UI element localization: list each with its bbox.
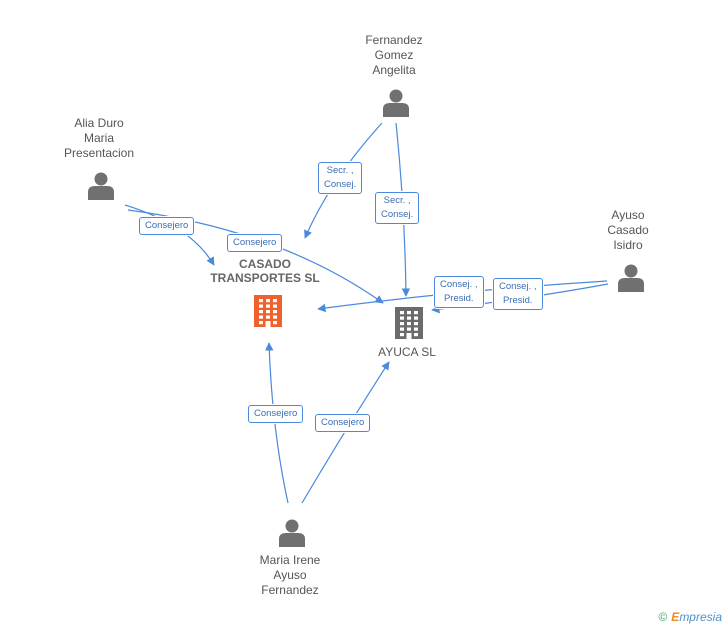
person-icon-maria_irene[interactable] <box>279 519 305 548</box>
relation-label-fernandez-ayuca[interactable]: Secr. , Consej. <box>375 192 420 224</box>
relation-edge-maria_irene-ayuca <box>301 361 390 504</box>
relation-label-alia-ayuca[interactable]: Consejero <box>227 234 283 252</box>
brand-logo-initial: E <box>671 610 680 624</box>
relation-label-maria_irene-casado[interactable]: Consejero <box>248 405 304 423</box>
person-name-ayuso_isidro[interactable]: Ayuso Casado Isidro <box>607 208 649 252</box>
person-name-fernandez[interactable]: Fernandez Gomez Angelita <box>365 33 423 77</box>
copyright-symbol: © <box>658 610 668 624</box>
relation-edge-alia-casado <box>124 204 215 266</box>
person-name-maria_irene[interactable]: Maria Irene Ayuso Fernandez <box>259 553 321 597</box>
relation-label-ayuso_isidro-ayuca[interactable]: Consej. , Presid. <box>493 278 543 310</box>
person-icon-fernandez[interactable] <box>383 89 409 118</box>
company-name-casado[interactable]: CASADO TRANSPORTES SL <box>210 257 320 285</box>
person-name-alia[interactable]: Alia Duro Maria Presentacion <box>63 116 135 160</box>
relation-label-alia-casado[interactable]: Consejero <box>139 217 195 235</box>
relation-label-fernandez-casado[interactable]: Secr. , Consej. <box>318 162 363 194</box>
building-icon-ayuca[interactable] <box>395 307 423 339</box>
brand-logo-text: mpresia <box>679 610 722 624</box>
person-icon-alia[interactable] <box>88 172 114 201</box>
relation-label-ayuso_isidro-casado[interactable]: Consej. , Presid. <box>434 276 484 308</box>
relation-edge-maria_irene-casado <box>265 342 289 504</box>
building-icon-casado[interactable] <box>254 295 282 327</box>
company-name-ayuca[interactable]: AYUCA SL <box>378 345 436 359</box>
relation-label-maria_irene-ayuca[interactable]: Consejero <box>315 414 371 432</box>
brand-footer: ©Empresia <box>658 610 722 624</box>
person-icon-ayuso_isidro[interactable] <box>618 264 644 293</box>
